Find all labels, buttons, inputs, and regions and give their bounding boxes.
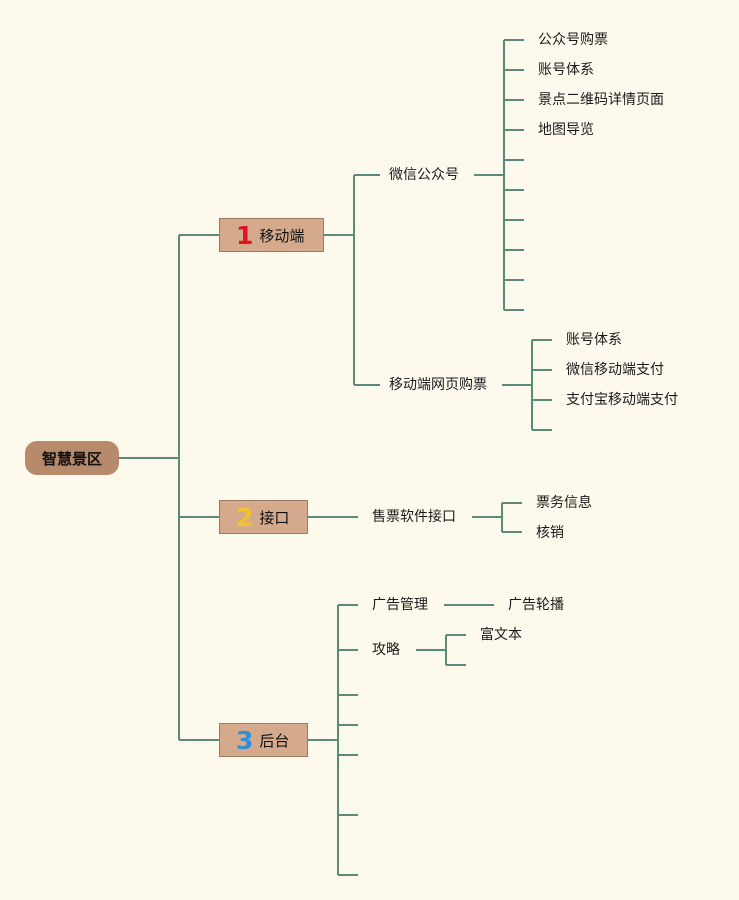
node-ad-management: 广告管理 bbox=[372, 597, 428, 613]
node-mobile-web-ticketing: 移动端网页购票 bbox=[389, 377, 487, 393]
leaf-alipay: 支付宝移动端支付 bbox=[566, 392, 678, 408]
number-badge-3: 3 bbox=[236, 725, 254, 755]
leaf-account-system: 账号体系 bbox=[538, 62, 594, 78]
connector-branch-3 bbox=[308, 604, 358, 876]
leaf-ad-carousel: 广告轮播 bbox=[508, 597, 564, 613]
leaf-rich-text: 富文本 bbox=[480, 627, 522, 643]
node-wechat-account: 微信公众号 bbox=[389, 167, 459, 183]
connector-root bbox=[119, 234, 219, 741]
connector-mobile-web bbox=[502, 339, 552, 431]
leaf-verification: 核销 bbox=[536, 525, 564, 541]
connector-guide bbox=[416, 634, 466, 666]
branch-backend: 3 后台 bbox=[219, 723, 308, 757]
branch-mobile: 1 移动端 bbox=[219, 218, 324, 252]
leaf-wechat-ticketing: 公众号购票 bbox=[538, 32, 608, 48]
leaf-ticket-info: 票务信息 bbox=[536, 495, 592, 511]
root-node: 智慧景区 bbox=[25, 441, 119, 475]
number-badge-1: 1 bbox=[236, 220, 254, 250]
branch-label: 接口 bbox=[259, 508, 290, 527]
branch-interface: 2 接口 bbox=[219, 500, 308, 534]
leaf-wechat-pay: 微信移动端支付 bbox=[566, 362, 664, 378]
connector-branch-2 bbox=[308, 502, 522, 533]
number-badge-2: 2 bbox=[236, 502, 254, 532]
leaf-account-system: 账号体系 bbox=[566, 332, 622, 348]
leaf-map-guide: 地图导览 bbox=[538, 122, 594, 138]
node-ticketing-software-api: 售票软件接口 bbox=[372, 509, 456, 525]
connector-wechat bbox=[474, 39, 524, 311]
branch-label: 移动端 bbox=[259, 226, 305, 245]
leaf-qr-detail-page: 景点二维码详情页面 bbox=[538, 92, 664, 108]
node-guide: 攻略 bbox=[372, 642, 400, 658]
branch-label: 后台 bbox=[259, 731, 290, 750]
connector-branch-1 bbox=[324, 174, 380, 386]
